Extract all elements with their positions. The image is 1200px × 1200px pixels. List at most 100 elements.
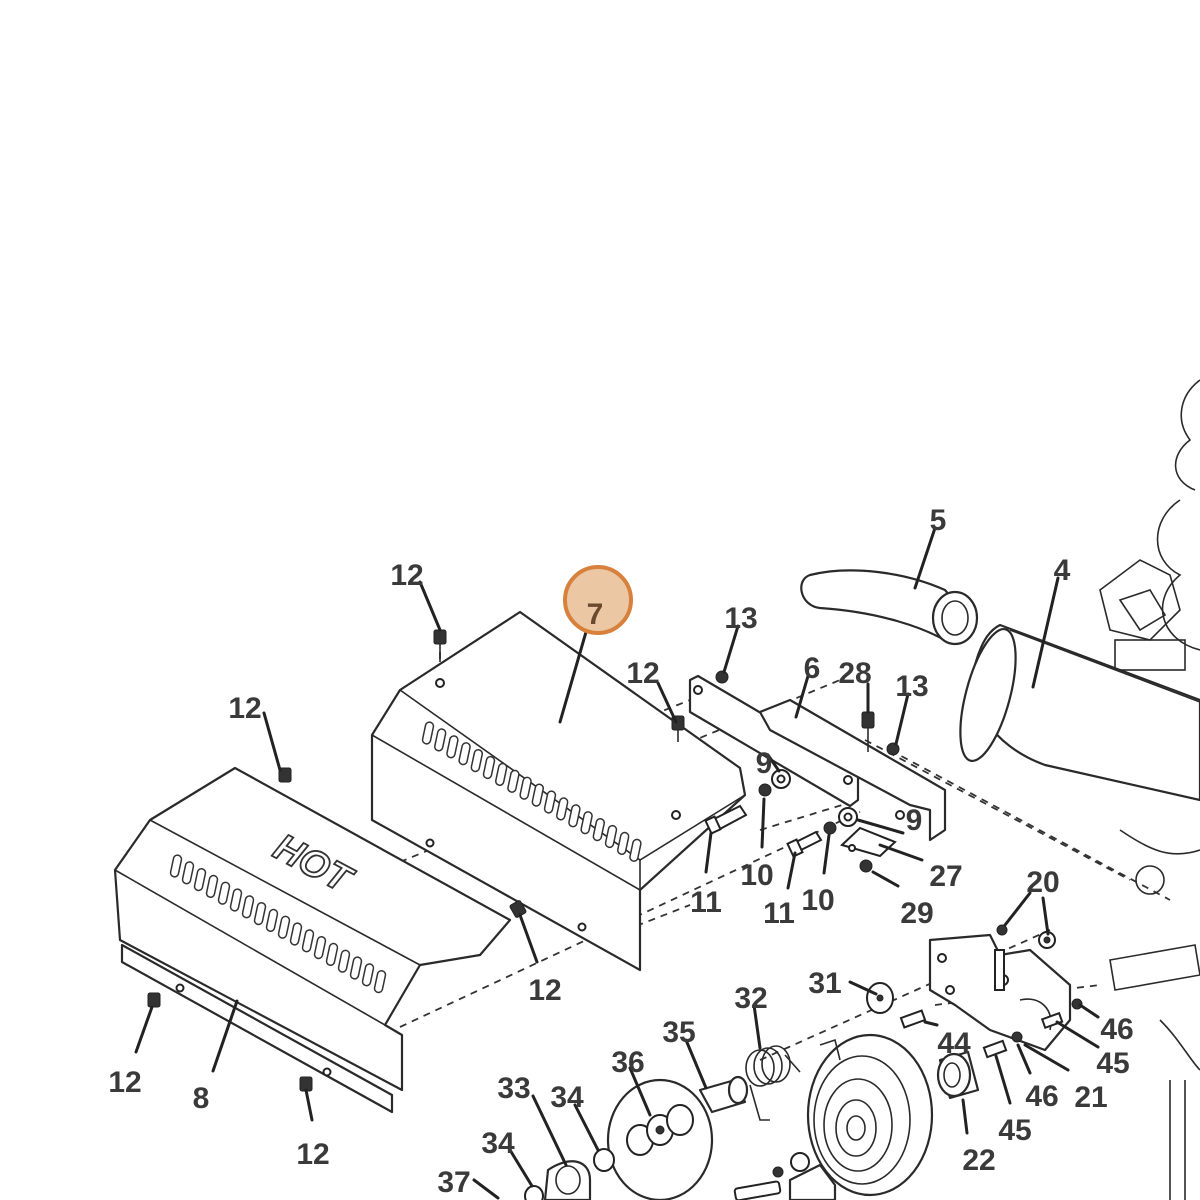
vent-slot (289, 922, 303, 946)
nut-46-upper (1071, 998, 1083, 1010)
vent-slot (507, 769, 520, 793)
callout-label-35: 35 (662, 1016, 695, 1049)
callout-label-33: 33 (497, 1072, 530, 1105)
callout-label-10: 10 (801, 884, 834, 917)
vent-slot (325, 942, 339, 966)
vent-slot (181, 861, 195, 885)
callout-label-6: 6 (804, 652, 821, 685)
vent-slot (277, 915, 291, 939)
spring-32 (745, 1045, 801, 1121)
bolt-12-center (671, 715, 685, 742)
sleeve-part-22 (936, 1050, 980, 1100)
bolt-29 (859, 859, 873, 873)
vent-slot (470, 749, 484, 773)
muffler-part-4 (959, 623, 1200, 802)
callout-label-7[interactable]: 7 (587, 598, 604, 631)
callout-label-31: 31 (808, 967, 841, 1000)
callout-label-11: 11 (690, 886, 722, 919)
bolt-12-cover-left (147, 992, 161, 1008)
callout-label-9: 9 (756, 747, 773, 780)
washer-31 (866, 982, 894, 1014)
vent-slot (421, 721, 435, 745)
vent-slot (301, 929, 315, 953)
vent-slot (337, 949, 351, 973)
vent-slot (373, 970, 387, 994)
callout-label-5: 5 (930, 504, 947, 537)
callout-label-10: 10 (740, 859, 773, 892)
highlighted-callout-marker[interactable] (563, 565, 633, 635)
hot-cover-vent-slots (169, 854, 387, 994)
nut-13-right (886, 742, 900, 756)
washer-9-right (838, 807, 858, 827)
small-hardware-right (866, 924, 1083, 1059)
vent-slot (241, 895, 255, 919)
heat-shield-vent-slots (421, 721, 642, 862)
vent-slot (494, 762, 508, 786)
bolt-44 (899, 1009, 927, 1029)
bushing-34-lower (524, 1185, 544, 1200)
callout-label-28: 28 (838, 657, 871, 690)
washer-9-left (771, 769, 791, 789)
mounting-plate-part-21 (928, 933, 1072, 1052)
callout-label-37: 37 (437, 1166, 470, 1199)
fastener-hardware (147, 629, 900, 1092)
vent-slot (433, 728, 447, 752)
callout-label-12: 12 (228, 692, 261, 725)
callout-label-36: 36 (611, 1046, 644, 1079)
callout-label-44: 44 (937, 1027, 971, 1060)
callout-label-46: 46 (1025, 1080, 1058, 1113)
callout-label-46: 46 (1100, 1013, 1133, 1046)
vent-slot (604, 824, 618, 849)
bracket-part-6 (688, 674, 947, 842)
vent-slot (616, 831, 630, 855)
callout-label-12: 12 (296, 1138, 329, 1171)
callout-label-45: 45 (998, 1114, 1031, 1147)
lower-center-parts (524, 1045, 801, 1200)
bolt-45-upper (1040, 1011, 1064, 1030)
callout-label-12: 12 (108, 1066, 141, 1099)
callout-label-20: 20 (1026, 866, 1059, 899)
vent-slot (229, 888, 243, 912)
callout-label-11: 11 (763, 897, 795, 930)
vent-slot (205, 874, 219, 898)
vent-slot (458, 742, 471, 766)
callout-label-4: 4 (1054, 554, 1071, 587)
nut-10-left (758, 783, 772, 797)
disc-36 (606, 1078, 714, 1200)
vent-slot (629, 838, 642, 862)
callout-label-12: 12 (626, 657, 659, 690)
vent-slot (519, 776, 532, 800)
bushing-34 (593, 1148, 615, 1172)
vent-slot (217, 881, 231, 905)
bolt-11-left (704, 804, 748, 835)
callout-label-21: 21 (1074, 1081, 1107, 1114)
vent-slot (580, 811, 593, 835)
vent-slot (193, 868, 207, 892)
nut-46-lower (1011, 1031, 1023, 1043)
bracket-27 (840, 826, 897, 858)
bolt-12-top-left (433, 629, 447, 662)
vent-slot (531, 783, 545, 807)
leader-lines (134, 526, 1100, 1200)
vent-slot (543, 790, 557, 814)
vent-slot (169, 854, 183, 878)
bolt-20-left (996, 924, 1008, 936)
clutch-pulley-assembly (733, 1033, 934, 1200)
vent-slot (265, 908, 279, 932)
vent-slot (253, 902, 267, 926)
vent-slot (361, 963, 375, 987)
vent-slot (446, 735, 459, 759)
callout-label-22: 22 (962, 1144, 995, 1177)
bolt-45-lower (982, 1039, 1008, 1059)
hot-cover-part-8: HOT (113, 766, 512, 1114)
callout-label-34: 34 (481, 1127, 515, 1160)
vent-slot (555, 797, 569, 821)
vent-slot (568, 804, 581, 828)
vent-slot (482, 755, 496, 780)
pulley-33 (543, 1160, 592, 1200)
callout-label-13: 13 (895, 670, 928, 703)
bolt-12-mid-left (278, 767, 292, 783)
callout-label-32: 32 (734, 982, 767, 1015)
